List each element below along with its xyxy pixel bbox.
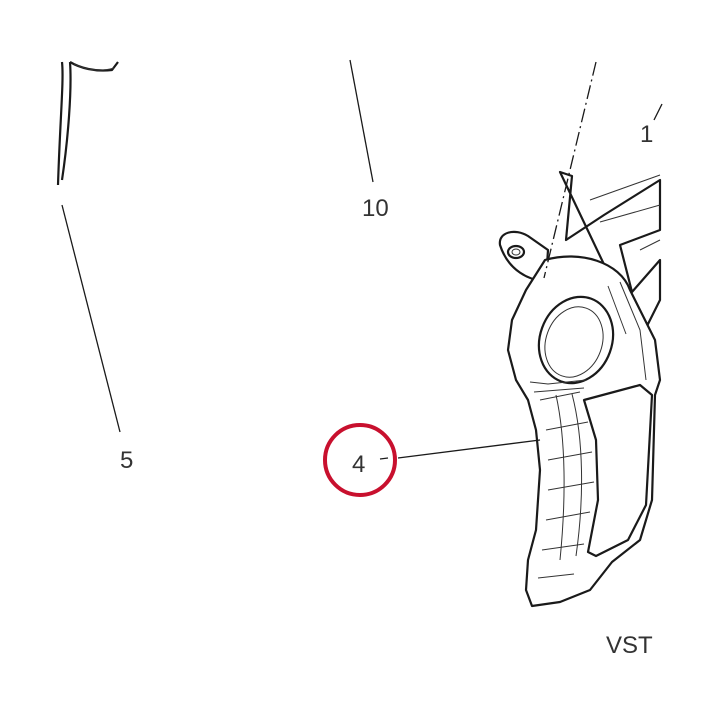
callout-label-1: 1 xyxy=(640,121,653,148)
leader-line-1 xyxy=(653,103,663,121)
leader-line-4 xyxy=(397,439,541,459)
callout-label-4: 4 xyxy=(352,451,365,478)
handle-part-4 xyxy=(498,170,662,608)
highlight-circle xyxy=(323,423,397,497)
callout-label-5: 5 xyxy=(120,447,133,474)
reference-code: VST xyxy=(606,632,653,659)
leader-tick-4 xyxy=(379,457,389,460)
leader-line-5 xyxy=(61,204,121,433)
axis-centerline xyxy=(543,61,597,279)
leader-line-10 xyxy=(349,59,374,183)
callout-label-10: 10 xyxy=(362,195,389,222)
part-5-outline xyxy=(56,61,119,186)
